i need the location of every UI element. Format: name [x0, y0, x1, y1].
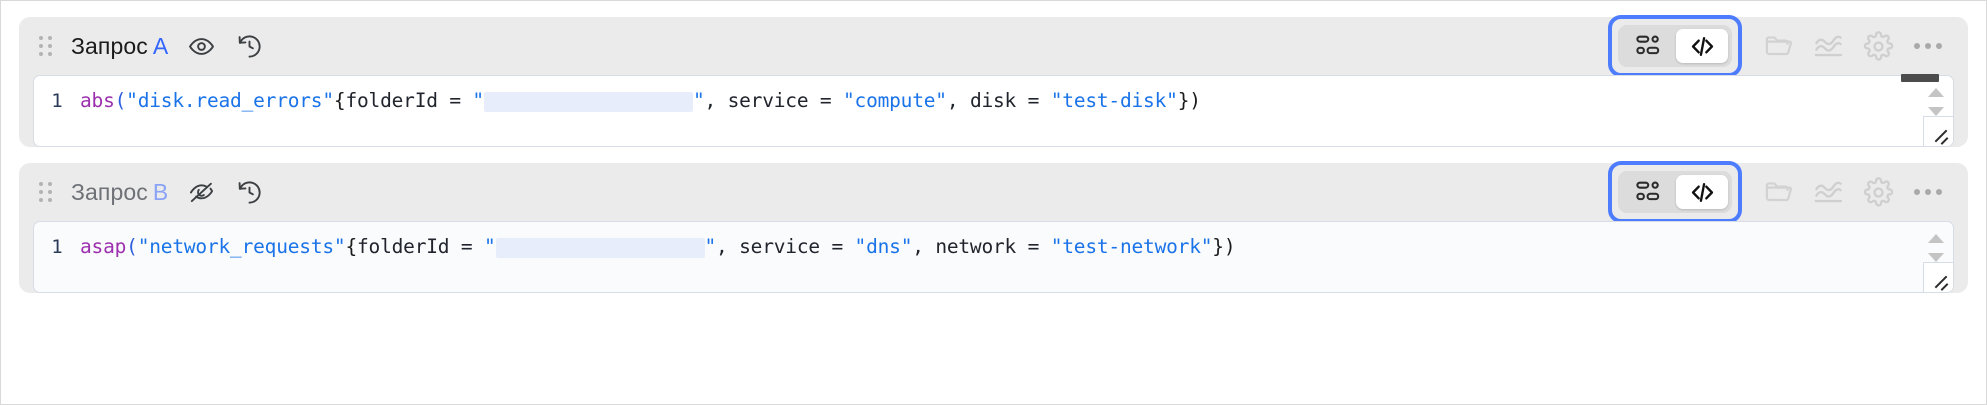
eye-off-icon [189, 182, 213, 202]
revert-history-icon[interactable] [234, 31, 264, 61]
more-options-icon[interactable] [1904, 26, 1952, 66]
value-stepper-a[interactable] [1928, 88, 1944, 116]
revert-history-icon[interactable] [234, 177, 264, 207]
open-folder-icon[interactable] [1756, 26, 1800, 66]
code-brace-open: { [345, 235, 357, 258]
segmented-group [1618, 171, 1732, 213]
settings-gear-icon[interactable] [1856, 172, 1900, 212]
code-line-a[interactable]: abs("disk.read_errors"{folderId = "", se… [80, 87, 1201, 115]
code-open-paren: ( [126, 235, 138, 258]
query-title-text: Запрос [71, 32, 148, 59]
editor-scroll-column-b[interactable] [1919, 222, 1953, 292]
more-options-icon[interactable] [1904, 172, 1952, 212]
code-editor-b[interactable]: 1 asap("network_requests"{folderId = " ",… [33, 221, 1954, 293]
builder-view-button[interactable] [1622, 175, 1674, 209]
redacted-folder-id [495, 237, 705, 258]
code-quote-close: " [692, 89, 705, 112]
chart-lines-icon[interactable] [1806, 172, 1850, 212]
toggle-visibility-icon[interactable] [186, 31, 216, 61]
segmented-group [1618, 25, 1732, 67]
toggle-visibility-icon[interactable] [186, 177, 216, 207]
blocks-icon [1636, 181, 1660, 201]
line-number-gutter: 1 [51, 90, 63, 112]
code-service-value: "dns" [854, 235, 913, 258]
line-number-gutter: 1 [51, 236, 63, 258]
code-brace-open: { [333, 89, 346, 112]
code-line-b[interactable]: asap("network_requests"{folderId = "", s… [80, 233, 1236, 261]
query-tag-letter: A [152, 32, 169, 59]
code-tail-value: "test-network" [1050, 235, 1213, 258]
code-area-a[interactable]: 1 abs("disk.read_errors"{folderId = "", … [34, 76, 1919, 146]
redacted-folder-id [483, 91, 693, 112]
code-editor-a[interactable]: 1 abs("disk.read_errors"{folderId = "", … [33, 74, 1954, 147]
code-function-name: abs [80, 89, 115, 112]
editor-resize-handle-b[interactable] [1923, 262, 1953, 292]
code-view-button[interactable] [1676, 175, 1728, 209]
editor-resize-handle-a[interactable] [1923, 116, 1953, 146]
code-folder-label: folderId = [345, 89, 473, 112]
code-tail-label: , disk = [946, 89, 1051, 112]
code-function-name: asap [80, 235, 127, 258]
code-area-b[interactable]: 1 asap("network_requests"{folderId = " ",… [34, 222, 1919, 292]
code-metric-string: "disk.read_errors" [126, 89, 334, 112]
stepper-up-icon[interactable] [1928, 234, 1944, 243]
blocks-icon [1636, 35, 1660, 55]
stepper-up-icon[interactable] [1928, 88, 1944, 97]
builder-view-button[interactable] [1622, 29, 1674, 63]
editor-scroll-column-a[interactable] [1901, 74, 1953, 146]
code-metric-string: "network_requests" [137, 235, 346, 258]
code-service-label: , service = [716, 235, 855, 258]
horizontal-scrollbar-thumb[interactable] [1901, 74, 1939, 82]
code-brackets-icon [1691, 36, 1713, 56]
code-view-button[interactable] [1676, 29, 1728, 63]
code-brackets-icon [1691, 182, 1713, 202]
code-close-tokens: }) [1212, 235, 1236, 258]
code-close-tokens: }) [1177, 89, 1201, 112]
open-folder-icon[interactable] [1756, 172, 1800, 212]
view-mode-segmented-control-b [1608, 161, 1742, 223]
query-tag-letter: B [152, 178, 169, 205]
code-quote-open: " [472, 89, 484, 112]
code-service-label: , service = [704, 89, 843, 112]
settings-gear-icon[interactable] [1856, 26, 1900, 66]
query-title-text: Запрос [71, 178, 148, 205]
code-quote-close: " [704, 235, 717, 258]
view-mode-segmented-control-a [1608, 15, 1742, 77]
stepper-down-icon[interactable] [1928, 253, 1944, 262]
stepper-down-icon[interactable] [1928, 107, 1944, 116]
code-tail-value: "test-disk" [1050, 89, 1178, 112]
code-tail-label: , network = [912, 235, 1051, 258]
code-folder-label: folderId = [357, 235, 484, 258]
code-service-value: "compute" [842, 89, 947, 112]
drag-handle-icon[interactable] [37, 35, 55, 57]
code-open-paren: ( [114, 89, 127, 112]
chart-lines-icon[interactable] [1806, 26, 1850, 66]
drag-handle-icon[interactable] [37, 181, 55, 203]
value-stepper-b[interactable] [1928, 234, 1944, 262]
code-quote-open: " [483, 235, 496, 258]
